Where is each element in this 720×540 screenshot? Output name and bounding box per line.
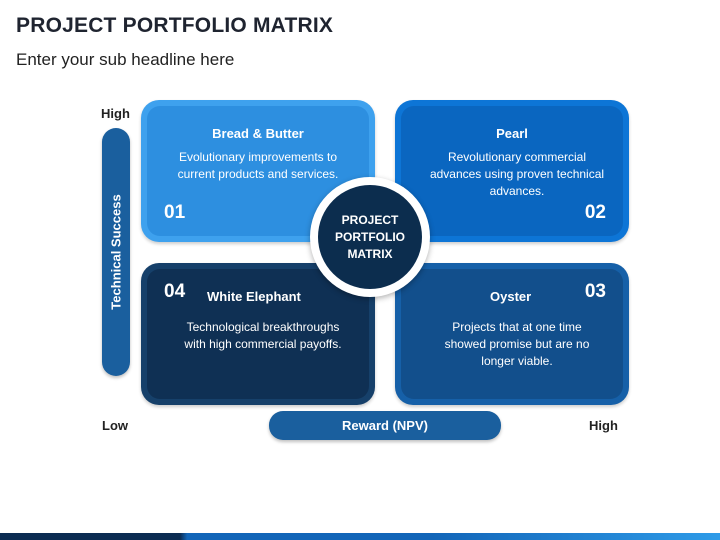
quadrant-bread-and-butter: Bread & Butter Evolutionary improvements… bbox=[141, 100, 375, 242]
y-axis-title: Technical Success bbox=[108, 194, 124, 310]
center-title-line: PORTFOLIO bbox=[335, 229, 405, 244]
quadrant-inner: Bread & Butter Evolutionary improvements… bbox=[147, 106, 369, 236]
center-title-line: MATRIX bbox=[347, 246, 393, 261]
quadrant-description: Projects that at one time showed promise… bbox=[444, 320, 590, 368]
x-axis-high-label: High bbox=[589, 418, 618, 433]
page-subtitle: Enter your sub headline here bbox=[16, 50, 235, 69]
center-title: PROJECT PORTFOLIO MATRIX bbox=[325, 212, 415, 263]
quadrant-oyster: Oyster 03 Projects that at one time show… bbox=[395, 263, 629, 405]
quadrant-number: 02 bbox=[584, 202, 606, 223]
quadrant-title: Oyster bbox=[490, 289, 532, 304]
y-axis-bar: Technical Success bbox=[102, 128, 130, 376]
quadrant-inner: 04 White Elephant Technological breakthr… bbox=[147, 269, 369, 399]
quadrant-number: 01 bbox=[164, 202, 186, 223]
center-badge: PROJECT PORTFOLIO MATRIX bbox=[310, 177, 430, 297]
quadrant-title: White Elephant bbox=[207, 289, 301, 304]
axis-low-label: Low bbox=[102, 418, 128, 433]
quadrant-description: Technological breakthroughs with high co… bbox=[184, 320, 342, 351]
page-title: PROJECT PORTFOLIO MATRIX bbox=[16, 14, 334, 37]
center-badge-inner: PROJECT PORTFOLIO MATRIX bbox=[318, 185, 422, 289]
footer-accent-bar bbox=[0, 533, 720, 540]
y-axis-high-label: High bbox=[101, 106, 130, 121]
quadrant-description: Evolutionary improvements to current pro… bbox=[177, 150, 339, 181]
quadrant-number: 03 bbox=[584, 281, 606, 302]
quadrant-title: Pearl bbox=[496, 126, 528, 141]
x-axis-title: Reward (NPV) bbox=[342, 418, 428, 433]
quadrant-number: 04 bbox=[164, 281, 186, 302]
quadrant-inner: Oyster 03 Projects that at one time show… bbox=[401, 269, 623, 399]
center-title-line: PROJECT bbox=[341, 212, 399, 227]
quadrant-title: Bread & Butter bbox=[212, 126, 304, 141]
x-axis-bar: Reward (NPV) bbox=[269, 411, 501, 440]
quadrant-inner: Pearl Revolutionary commercial advances … bbox=[401, 106, 623, 236]
quadrant-description: Revolutionary commercial advances using … bbox=[429, 150, 605, 198]
quadrant-white-elephant: 04 White Elephant Technological breakthr… bbox=[141, 263, 375, 405]
quadrant-pearl: Pearl Revolutionary commercial advances … bbox=[395, 100, 629, 242]
